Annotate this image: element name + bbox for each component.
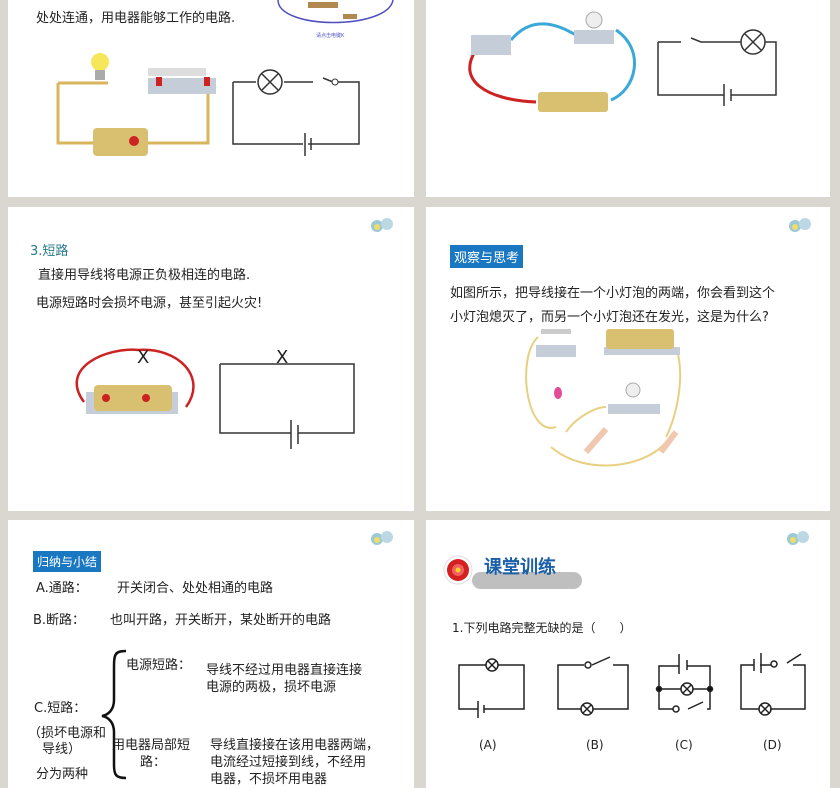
question-text: 1.下列电路完整无缺的是（ ） — [452, 621, 632, 635]
brace-icon — [101, 649, 127, 780]
short-circuit-note: 导线） — [42, 742, 82, 757]
diagram-a — [458, 658, 525, 718]
option-c[interactable]: (C) — [675, 738, 693, 752]
short-circuit-illustration — [75, 348, 195, 414]
slide-short-circuit: 3.短路 直接用导线将电源正负极相连的电路. 电源短路时会损坏电源，甚至引起火灾… — [8, 207, 414, 511]
section-tag: 观察与思考 — [450, 245, 524, 268]
load-short-text: 电流经过短接到线，不经用 — [210, 755, 367, 770]
physical-circuit-illustration — [56, 53, 216, 156]
slide-observe-think: 观察与思考 如图所示，把导线接在一个小灯泡的两端，你会看到这个 小灯泡熄灭了，而… — [426, 207, 830, 511]
section-title: 课堂训练 — [484, 557, 556, 578]
binoculars-icon — [789, 218, 811, 232]
short-circuit-note: （损坏电源和 — [28, 726, 107, 741]
diagram-c — [655, 654, 714, 713]
slide-classroom-exercise: 课堂训练 1.下列电路完整无缺的是（ ） (A) (B) (C) (D) — [426, 520, 830, 788]
section-heading: 3.短路 — [30, 244, 69, 259]
short-circuit-c-label: C.短路： — [34, 701, 87, 716]
option-b[interactable]: (B) — [586, 738, 604, 752]
warning-text: 电源短路时会损坏电源，甚至引起火灾! — [36, 296, 263, 311]
question-line-2: 小灯泡熄灭了，而另一个小灯泡还在发光，这是为什么? — [450, 310, 769, 325]
load-short-text: 导线直接接在该用电器两端， — [210, 738, 380, 753]
break-mark: X — [137, 347, 150, 368]
source-short-text: 导线不经过用电器直接连接 — [206, 663, 363, 678]
bulb-icon — [91, 53, 109, 71]
animation-caption[interactable]: 请点击电键K — [316, 33, 345, 39]
target-icon — [443, 555, 473, 585]
question-line-1: 如图所示，把导线接在一个小灯泡的两端，你会看到这个 — [450, 286, 776, 301]
definition-text: 处处连通，用电器能够工作的电路. — [36, 11, 236, 26]
short-circuit-note: 分为两种 — [36, 767, 89, 782]
option-diagrams — [458, 653, 806, 718]
option-d[interactable]: (D) — [763, 738, 782, 752]
break-mark: X — [276, 347, 289, 368]
animation-loop-illustration — [277, 0, 394, 24]
source-short-text: 电源的两极，损坏电源 — [206, 680, 337, 695]
option-a[interactable]: (A) — [479, 738, 497, 752]
slide-summary: 归纳与小结 A.通路： 开关闭合、处处相通的电路 B.断路： 也叫开路，开关断开… — [8, 520, 414, 788]
diagram-d — [740, 653, 806, 716]
physical-circuit-illustration — [468, 11, 777, 112]
load-short-label: 路： — [140, 755, 167, 770]
battery-icon — [93, 128, 148, 156]
section-tag: 归纳与小结 — [33, 551, 102, 572]
load-short-label: 用电器局部短 — [112, 738, 191, 753]
title-bar — [472, 572, 582, 589]
slide-closed-circuit: 处处连通，用电器能够工作的电路. 请点击电键K — [8, 0, 414, 197]
load-short-text: 电器，不损坏用电器 — [210, 772, 328, 787]
diagram-b — [557, 656, 629, 716]
definition-text: 直接用导线将电源正负极相连的电路. — [38, 268, 251, 283]
schematic-diagram — [232, 69, 360, 156]
source-short-label: 电源短路： — [126, 658, 192, 673]
experiment-illustration — [525, 329, 682, 467]
binoculars-icon — [371, 531, 393, 545]
broken-circuit-b-text: 也叫开路，开关断开，某处断开的电路 — [110, 613, 332, 628]
binoculars-icon — [371, 218, 393, 232]
slide-circuit-example — [426, 0, 830, 197]
binoculars-icon — [787, 531, 809, 545]
schematic-diagram — [219, 363, 355, 449]
open-circuit-a-text: 开关闭合、处处相通的电路 — [117, 581, 274, 596]
broken-circuit-b-label: B.断路： — [33, 613, 86, 628]
open-circuit-a-label: A.通路： — [36, 581, 88, 596]
